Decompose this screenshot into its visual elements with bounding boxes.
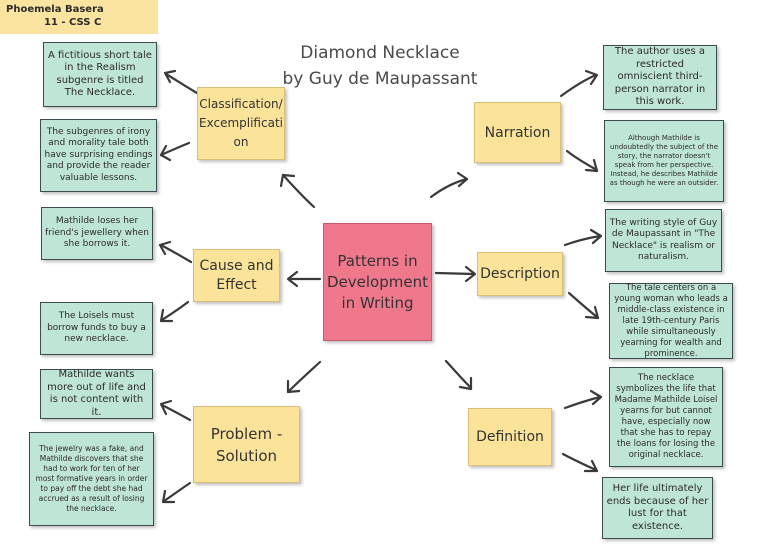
arrow-center-description <box>434 271 476 276</box>
note-narration-2: Although Mathilde is undoubtedly the sub… <box>604 120 724 202</box>
topic-classification: Classification/ Excemplificati on <box>197 87 285 160</box>
arrow-def-note2 <box>561 452 598 472</box>
arrow-cause-note2-head <box>159 308 174 323</box>
arrow-center-definition <box>444 359 473 390</box>
note-text: The Loisels must borrow funds to buy a n… <box>47 311 146 345</box>
author-tag: Phoemela Basera 11 - CSS C <box>0 0 158 34</box>
arrow-desc-note2-head <box>584 305 600 320</box>
author-section: 11 - CSS C <box>44 17 102 28</box>
topic-cause-effect-label: Cause and Effect <box>199 257 274 293</box>
note-problem-1: Mathilde wants more out of life and is n… <box>40 369 153 419</box>
topic-narration-label: Narration <box>484 124 551 141</box>
arrow-center-problem <box>286 360 322 394</box>
arrow-center-cause-head <box>286 270 299 288</box>
note-text: The jewelry was a fake, and Mathilde dis… <box>35 444 148 513</box>
arrow-desc-note1-head <box>589 228 603 245</box>
topic-classification-label: Classification/ Excemplificati on <box>199 97 283 149</box>
note-text: Her life ultimately ends because of her … <box>606 483 709 532</box>
arrow-class-note2-head <box>159 144 172 162</box>
topic-description-label: Description <box>480 266 560 282</box>
arrow-center-narration <box>429 177 469 199</box>
note-text: The necklace symbolizes the life that Ma… <box>614 373 718 460</box>
title-line1: Diamond Necklace <box>300 43 460 63</box>
topic-description: Description <box>477 252 563 296</box>
note-description-2: The tale centers on a young woman who le… <box>609 283 733 359</box>
arrow-prob-note1 <box>160 403 192 422</box>
arrow-desc-note2 <box>567 291 599 319</box>
note-text: The author uses a restricted omniscient … <box>614 46 706 108</box>
arrow-center-definition-head <box>458 376 473 391</box>
center-topic: Patterns in Development in Writing <box>323 223 432 341</box>
center-topic-label: Patterns in Development in Writing <box>327 251 428 312</box>
arrow-narr-note2 <box>565 149 599 172</box>
note-cause-1: Mathilde loses her friend's jewellery wh… <box>41 207 153 260</box>
arrow-class-note1-head <box>163 69 177 84</box>
arrow-center-classification-head <box>279 173 296 188</box>
arrow-prob-note2 <box>162 481 192 503</box>
note-text: A fictitious short tale in the Realism s… <box>48 49 152 99</box>
arrow-prob-note1-head <box>159 399 173 416</box>
title-line2: by Guy de Maupassant <box>282 69 478 89</box>
note-cause-2: The Loisels must borrow funds to buy a n… <box>40 302 153 355</box>
arrow-narr-note1 <box>559 73 598 98</box>
topic-problem-solution-label: Problem - Solution <box>210 424 283 465</box>
topic-narration: Narration <box>474 102 561 163</box>
arrow-center-narration-head <box>456 171 469 188</box>
note-classification-1: A fictitious short tale in the Realism s… <box>43 42 157 107</box>
topic-definition: Definition <box>468 408 552 466</box>
author-name: Phoemela Basera <box>6 4 104 15</box>
note-text: The writing style of Guy de Maupassant i… <box>609 217 718 263</box>
topic-definition-label: Definition <box>476 429 544 445</box>
arrow-def-note2-head <box>583 459 599 473</box>
arrow-cause-note1 <box>159 243 193 264</box>
arrow-def-note1 <box>563 395 602 410</box>
note-narration-1: The author uses a restricted omniscient … <box>603 45 717 110</box>
arrow-center-problem-head <box>286 379 301 394</box>
note-text: Mathilde loses her friend's jewellery wh… <box>45 216 150 250</box>
note-classification-2: The subgenres of irony and morality tale… <box>40 119 157 192</box>
note-text: Mathilde wants more out of life and is n… <box>47 369 146 418</box>
arrow-cause-note2 <box>160 300 190 322</box>
note-definition-1: The necklace symbolizes the life that Ma… <box>609 367 723 467</box>
topic-problem-solution: Problem - Solution <box>193 406 300 483</box>
arrow-class-note2 <box>159 141 191 157</box>
note-problem-2: The jewelry was a fake, and Mathilde dis… <box>29 432 154 526</box>
arrow-center-classification <box>281 173 316 209</box>
arrow-cause-note1-head <box>158 240 172 256</box>
note-description-1: The writing style of Guy de Maupassant i… <box>605 209 722 272</box>
arrow-def-note1-head <box>589 389 603 406</box>
note-text: The tale centers on a young woman who le… <box>614 282 728 359</box>
arrow-narr-note1-head <box>584 69 599 86</box>
arrow-desc-note1 <box>563 234 602 247</box>
note-text: Although Mathilde is undoubtedly the sub… <box>609 134 719 187</box>
note-definition-2: Her life ultimately ends because of her … <box>602 477 713 539</box>
note-text: The subgenres of irony and morality tale… <box>44 126 153 183</box>
arrow-prob-note2-head <box>161 489 176 504</box>
page-title: Diamond Necklace by Guy de Maupassant <box>250 40 510 92</box>
arrow-center-description-head <box>464 265 477 283</box>
arrow-class-note1 <box>164 72 199 95</box>
topic-cause-effect: Cause and Effect <box>193 249 280 302</box>
arrow-narr-note2-head <box>584 158 599 173</box>
